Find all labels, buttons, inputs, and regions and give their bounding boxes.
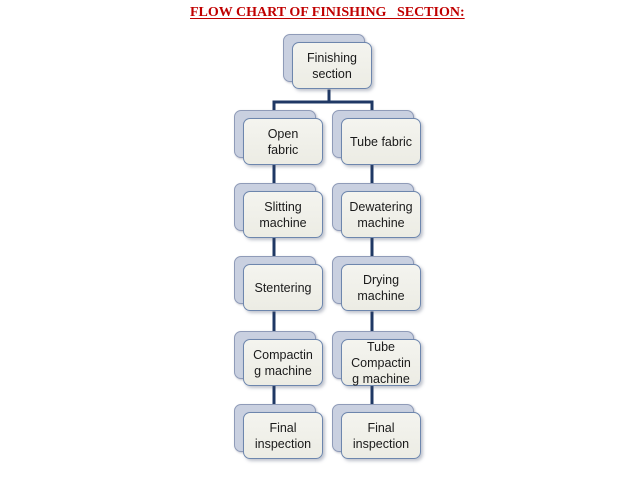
- node-box: Final inspection: [243, 412, 323, 459]
- node-label: Slitting machine: [259, 199, 307, 230]
- node-box: Stentering: [243, 264, 323, 311]
- node-label: Tube fabric: [349, 134, 413, 149]
- node-box: Compactin g machine: [243, 339, 323, 386]
- node-box: Drying machine: [341, 264, 421, 311]
- chart-title: FLOW CHART OF FINISHING SECTION:: [190, 5, 465, 20]
- node-box: Final inspection: [341, 412, 421, 459]
- node-box: Tube fabric: [341, 118, 421, 165]
- node-label: Drying machine: [357, 272, 405, 303]
- node-label: Dewatering machine: [349, 199, 413, 230]
- node-label: Stentering: [254, 280, 312, 295]
- node-label: Tube Compactin g machine: [351, 339, 411, 386]
- node-box: Open fabric: [243, 118, 323, 165]
- node-label: Compactin g machine: [253, 347, 313, 378]
- node-label: Finishing section: [306, 50, 358, 81]
- node-box: Finishing section: [292, 42, 372, 89]
- node-label: Final inspection: [352, 420, 410, 451]
- node-label: Final inspection: [254, 420, 312, 451]
- node-box: Tube Compactin g machine: [341, 339, 421, 386]
- node-label: Open fabric: [267, 126, 299, 157]
- node-box: Dewatering machine: [341, 191, 421, 238]
- node-box: Slitting machine: [243, 191, 323, 238]
